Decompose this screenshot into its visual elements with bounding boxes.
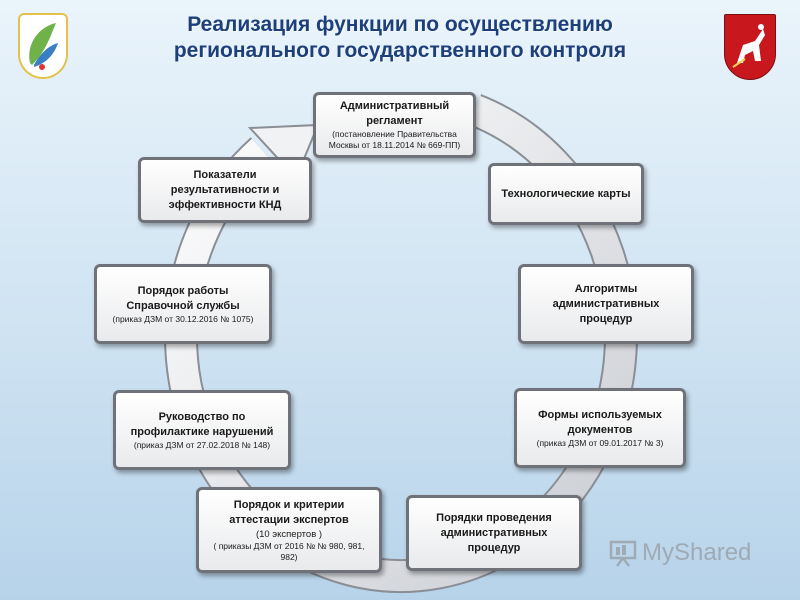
box-prevention: Руководство по профилактике нарушений (п… [113, 390, 291, 470]
box-help-desk: Порядок работы Справочной службы (приказ… [94, 264, 272, 344]
region-emblem-icon [18, 13, 68, 79]
box-procedures-title: Порядки проведения административных проц… [436, 511, 552, 554]
box-prevention-sub: (приказ ДЗМ от 27.02.2018 № 148) [133, 439, 271, 450]
box-forms-title: Формы используемых документов [538, 408, 662, 436]
myshared-logo-icon [609, 540, 637, 567]
box-attestation-title: Порядок и критерии аттестации экспертов [229, 498, 349, 526]
box-attestation-sub: ( приказы ДЗМ от 2016 № № 980, 981, 982) [213, 540, 365, 562]
box-algorithms-title: Алгоритмы административных процедур [552, 282, 660, 325]
title-line-1: Реализация функции по осуществлению [187, 13, 613, 36]
box-algorithms: Алгоритмы административных процедур [518, 264, 694, 344]
moscow-coat-of-arms-icon [724, 14, 776, 80]
box-admin-regulation-title: Административный регламент [339, 100, 450, 127]
box-help-desk-title: Порядок работы Справочной службы [126, 284, 240, 312]
box-prevention-title: Руководство по профилактике нарушений [130, 410, 274, 438]
myshared-watermark: MyShared [608, 538, 751, 568]
box-admin-regulation: Административный регламент (постановлени… [313, 92, 476, 158]
box-procedures: Порядки проведения административных проц… [406, 495, 582, 571]
box-tech-maps: Технологические карты [488, 163, 644, 225]
box-forms-sub: (приказ ДЗМ от 09.01.2017 № 3) [536, 437, 664, 448]
box-tech-maps-title: Технологические карты [501, 187, 631, 200]
box-help-desk-sub: (приказ ДЗМ от 30.12.2016 № 1075) [112, 313, 254, 324]
watermark-text: MyShared [642, 539, 752, 566]
box-indicators-title: Показатели результативности и эффективно… [168, 168, 282, 211]
title-line-2: регионального государственного контроля [173, 39, 627, 62]
box-admin-regulation-sub: (постановление Правительства Москвы от 1… [328, 129, 461, 150]
box-indicators: Показатели результативности и эффективно… [138, 157, 312, 223]
box-attestation-count: (10 экспертов ) [255, 528, 323, 540]
box-attestation: Порядок и критерии аттестации экспертов … [196, 487, 382, 573]
page-title: Реализация функции по осуществлению реги… [150, 12, 650, 64]
box-forms: Формы используемых документов (приказ ДЗ… [514, 388, 686, 468]
